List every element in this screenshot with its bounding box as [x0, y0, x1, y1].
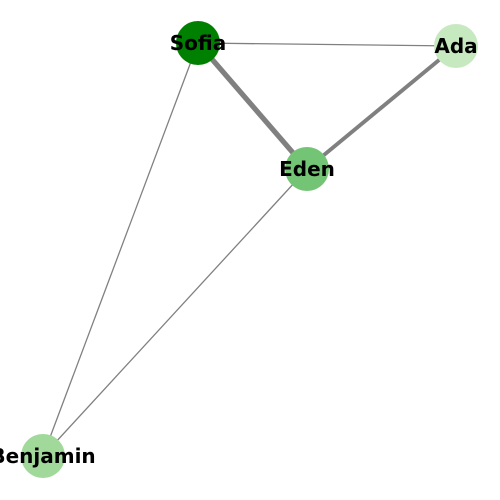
node-benjamin: Benjamin — [0, 434, 96, 478]
node-circle-sofia — [176, 21, 220, 65]
node-ada: Ada — [434, 24, 478, 68]
node-label-ada: Ada — [434, 34, 477, 58]
edge-layer — [42, 41, 458, 457]
node-circle-ada — [434, 24, 478, 68]
node-label-sofia: Sofia — [170, 31, 226, 55]
node-eden: Eden — [279, 147, 335, 191]
node-sofia: Sofia — [170, 21, 226, 65]
edge-sofia-ada — [197, 42, 457, 47]
node-label-eden: Eden — [279, 157, 335, 181]
edge-ada-eden — [305, 44, 458, 171]
edge-eden-benjamin — [42, 168, 308, 457]
node-label-benjamin: Benjamin — [0, 444, 96, 468]
node-circle-benjamin — [21, 434, 65, 478]
edge-sofia-benjamin — [42, 42, 199, 457]
node-circle-eden — [285, 147, 329, 191]
edge-sofia-eden — [196, 41, 309, 171]
